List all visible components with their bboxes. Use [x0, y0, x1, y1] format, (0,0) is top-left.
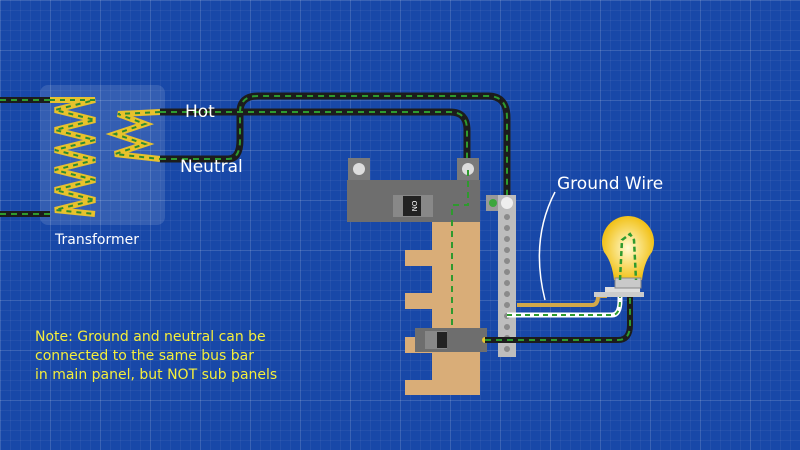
hot-label: Hot	[185, 102, 215, 122]
screw	[504, 236, 510, 242]
ground-wire	[517, 294, 607, 307]
screw	[504, 225, 510, 231]
transformer-label: Transformer	[55, 232, 140, 248]
hot-internal-wire	[451, 170, 485, 339]
main-breaker: ON	[347, 158, 480, 222]
screw	[504, 291, 510, 297]
note-line: in main panel, but NOT sub panels	[35, 367, 278, 383]
note-line: Note: Ground and neutral can be	[35, 329, 266, 345]
screw	[504, 214, 510, 220]
primary-wires	[0, 97, 50, 217]
screw	[504, 258, 510, 264]
screw	[504, 280, 510, 286]
screw	[504, 269, 510, 275]
screw	[504, 247, 510, 253]
service-wires	[160, 92, 511, 200]
primary-coil	[50, 97, 96, 217]
ground-wire-label: Ground Wire	[557, 174, 664, 194]
bus-bar	[405, 220, 480, 395]
ground-wire-pointer	[538, 191, 556, 301]
note-text: Note: Ground and neutral can be connecte…	[35, 328, 277, 385]
main-breaker-on-label: ON	[410, 201, 418, 212]
note-line: connected to the same bus bar	[35, 348, 254, 364]
neutral-ground-bar	[486, 195, 516, 357]
screw	[504, 346, 510, 352]
secondary-coil	[105, 109, 161, 162]
screw	[504, 324, 510, 330]
screw	[504, 302, 510, 308]
neutral-label: Neutral	[180, 157, 243, 177]
branch-breaker	[415, 328, 488, 352]
light-bulb	[594, 216, 654, 297]
